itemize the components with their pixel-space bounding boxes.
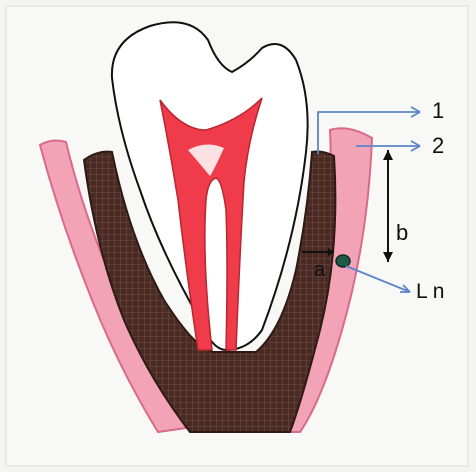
label-b: b bbox=[396, 220, 408, 245]
label-ln: L n bbox=[416, 280, 444, 303]
lymph-node-marker bbox=[336, 255, 350, 267]
label-1: 1 bbox=[432, 98, 444, 123]
label-a: a bbox=[314, 259, 326, 281]
label-2: 2 bbox=[432, 133, 444, 158]
